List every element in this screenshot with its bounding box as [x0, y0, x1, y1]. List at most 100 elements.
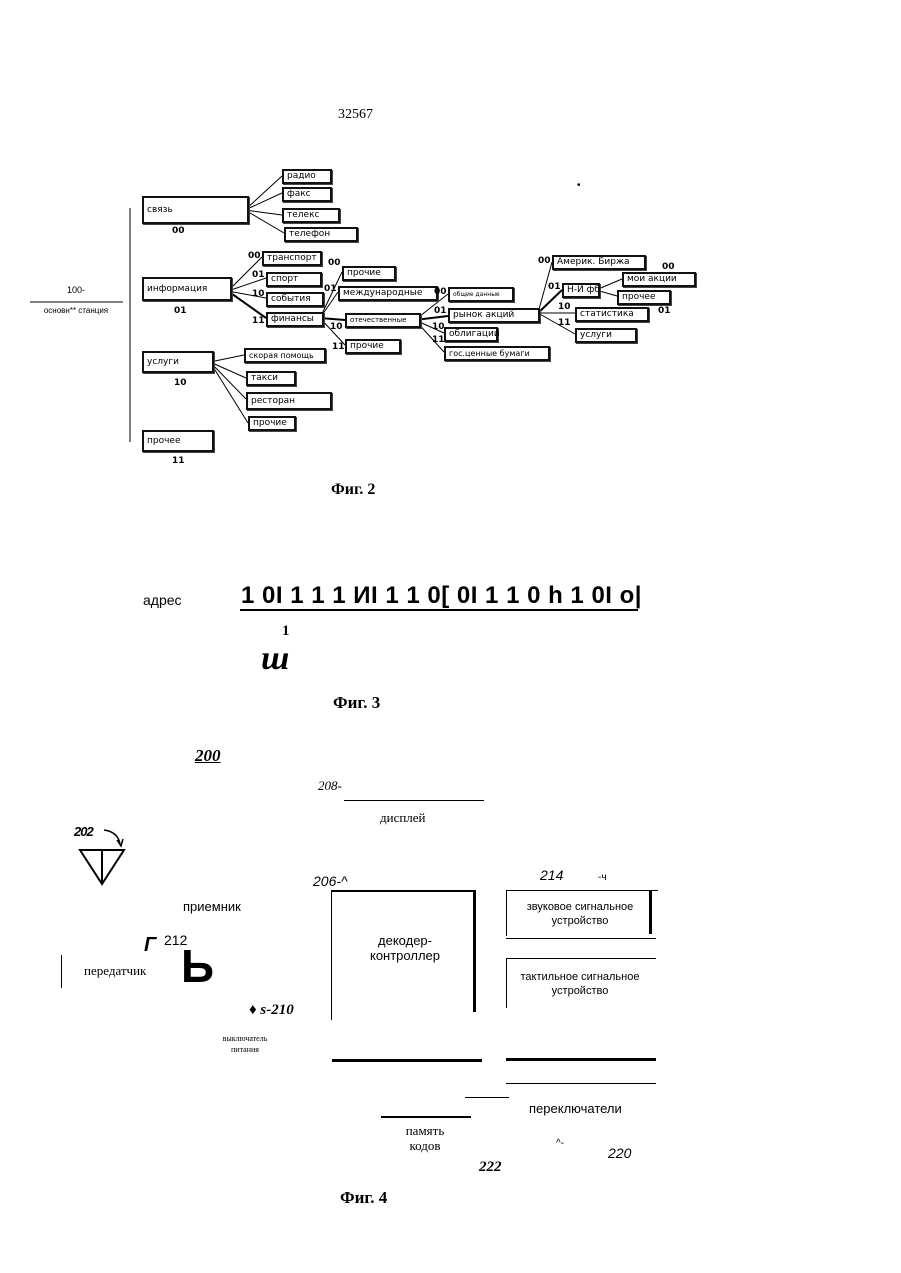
category-node: связь: [142, 196, 249, 224]
tactile-left: [506, 958, 507, 1008]
receiver-label: приемник: [183, 899, 241, 914]
figure-2-caption: Фиг. 2: [331, 481, 375, 499]
address-label: адрес: [143, 592, 182, 608]
tree-node: прочие: [345, 339, 401, 354]
tactile-bottom: [506, 1058, 656, 1061]
tree-code: 01: [434, 306, 447, 316]
category-code: 11: [172, 456, 185, 466]
tree-node: прочее: [617, 290, 671, 305]
tree-node: транспорт: [262, 251, 322, 266]
tree-node: облигации: [444, 327, 498, 342]
ref-208: 208-: [318, 778, 342, 794]
tree-node: Америк. Биржа: [552, 255, 646, 270]
tree-connectors: [0, 0, 901, 500]
root-station-label: основн** станция: [30, 306, 122, 315]
audio-left: [506, 890, 507, 936]
ref-220: 220: [608, 1145, 631, 1161]
decoder-right: [473, 890, 476, 1012]
switches-label: переключатели: [529, 1101, 622, 1116]
audio-bottom: [506, 938, 656, 939]
ref-212-glyph: Г: [144, 934, 156, 957]
tree-node: прочие: [342, 266, 396, 281]
decoder-top: [331, 890, 475, 892]
tree-node: международные: [338, 286, 438, 301]
tree-node: телекс: [282, 208, 340, 223]
root-station-code: 100-: [30, 285, 122, 295]
tree-code: 00: [538, 256, 551, 266]
tree-node: телефон: [284, 227, 358, 242]
tree-node: события: [266, 292, 324, 307]
address-bits: 1 0I 1 1 1 ИI 1 1 0[ 0I 1 1 0 h 1 0I о|: [241, 582, 642, 610]
category-code: 10: [174, 378, 187, 388]
ref-222: 222: [479, 1159, 502, 1176]
tree-node: прочие: [248, 416, 296, 431]
tree-node: факс: [282, 187, 332, 202]
tree-node: Н-Й фб: [562, 283, 600, 298]
tree-code: 11: [332, 342, 345, 352]
ref-214: 214: [540, 867, 563, 883]
memory-top: [381, 1116, 471, 1118]
switches-top: [506, 1083, 656, 1084]
tree-node: рынок акций: [448, 308, 540, 323]
category-code: 01: [174, 306, 187, 316]
tree-code: 00: [662, 262, 675, 272]
tree-code: 00: [328, 258, 341, 268]
tree-code: 01: [324, 284, 337, 294]
tree-node: мои акции: [622, 272, 696, 287]
ref-214-mark: -ч: [598, 872, 607, 883]
tree-code: 01: [252, 270, 265, 280]
tree-code: 10: [432, 322, 445, 332]
tree-node: такси: [246, 371, 296, 386]
tree-code: 00: [434, 287, 447, 297]
figure-4-caption: Фиг. 4: [340, 1188, 387, 1208]
address-underline: [240, 609, 638, 611]
tree-code: 11: [558, 318, 571, 328]
tree-code: 01: [548, 282, 561, 292]
tree-code: 00: [248, 251, 261, 261]
bit-marker-number: 1: [282, 623, 290, 640]
tree-node: скорая помощь: [244, 348, 326, 363]
display-line: [344, 800, 484, 801]
tree-node: общие данные: [448, 287, 514, 302]
tree-node: отечественные: [345, 313, 421, 328]
tree-code: 10: [330, 322, 343, 332]
decoder-left: [331, 890, 332, 1020]
category-node: услуги: [142, 351, 214, 373]
antenna-icon: [72, 822, 132, 888]
tree-node: радио: [282, 169, 332, 184]
tree-node: статистика: [575, 307, 649, 322]
tree-code: 10: [252, 289, 265, 299]
tree-node: гос.ценные бумаги: [444, 346, 550, 361]
ref-210: ♦ s-210: [249, 1002, 294, 1019]
code-memory-label: память кодов: [390, 1123, 460, 1153]
figure-3-caption: Фиг. 3: [333, 693, 380, 713]
decoder-bottom: [332, 1059, 482, 1062]
display-label: дисплей: [380, 810, 426, 826]
tactile-signal-device: тактильное сигнальное устройство: [508, 970, 652, 998]
ref-200: 200: [195, 746, 221, 766]
tree-node: финансы: [266, 312, 324, 327]
tree-code: 01: [658, 306, 671, 316]
ref-206: 206-^: [313, 873, 348, 889]
category-code: 00: [172, 226, 185, 236]
tactile-top: [506, 958, 656, 959]
tree-code: 11: [252, 316, 265, 326]
tree-code: 11: [432, 335, 445, 345]
category-node: прочее: [142, 430, 214, 452]
memory-connector: [465, 1097, 509, 1098]
bit-marker-glyph: ш: [261, 640, 289, 678]
power-switch-label: выключатель питания: [215, 1033, 275, 1055]
transmitter-label: передатчик: [84, 963, 146, 979]
stray-dot: •: [577, 180, 581, 191]
transmitter-glyph: Ь: [181, 943, 214, 989]
tree-node: услуги: [575, 328, 637, 343]
decoder-label: декодер- контроллер: [340, 933, 470, 963]
audio-signal-device: звуковое сигнальное устройство: [510, 900, 650, 928]
transmitter-edge: [61, 955, 62, 988]
category-node: информация: [142, 277, 232, 301]
tree-node: ресторан: [246, 392, 332, 410]
tree-code: 10: [558, 302, 571, 312]
ref-220-mark: ^-: [556, 1138, 564, 1149]
tree-node: спорт: [266, 272, 322, 287]
